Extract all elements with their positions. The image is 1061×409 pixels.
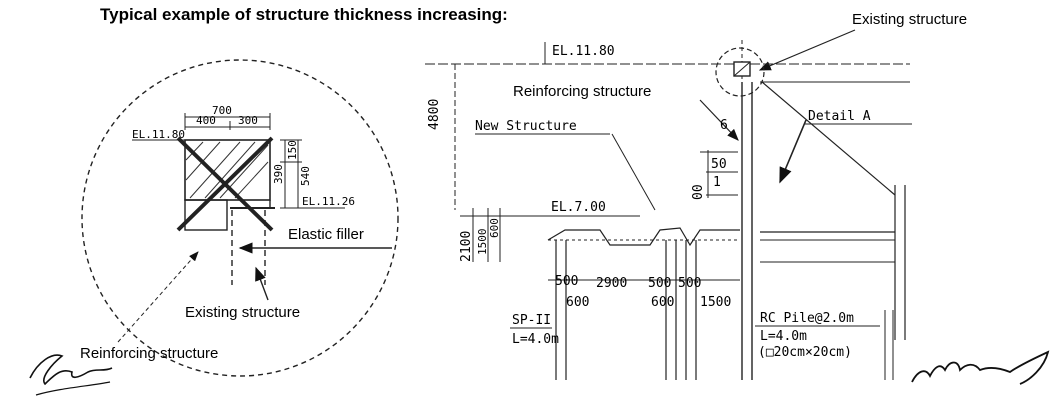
dim-150: 150: [286, 140, 299, 160]
existing-cap-block: [184, 139, 271, 201]
dim-00: 00: [691, 184, 706, 200]
dim-700: 700: [212, 104, 232, 117]
dim-500-a: 500: [555, 274, 578, 289]
el-11-80-detail: EL.11.80: [132, 128, 185, 141]
sp-length-label: L=4.0m: [512, 332, 559, 347]
dim-2100: 2100: [459, 231, 474, 262]
dim-390: 390: [272, 164, 285, 184]
dim-500-b: 500: [648, 276, 671, 291]
rc-pile-label: RC Pile@2.0m: [760, 311, 854, 326]
dim-1500-bottom: 1500: [700, 295, 731, 310]
reinforcing-structure-label: Reinforcing structure: [513, 83, 651, 100]
hatching: [185, 141, 269, 199]
rc-pile-length-label: L=4.0m: [760, 329, 807, 344]
el-11-80-section: EL.11.80: [552, 44, 615, 59]
dim-600-a: 600: [566, 295, 589, 310]
dim-50: 50: [711, 157, 727, 172]
section-view: Existing structure EL.11.80 4800 Reinfor…: [425, 11, 967, 380]
dim-600-vert: 600: [488, 218, 501, 238]
cross-line-2: [176, 136, 274, 232]
existing-structure-top-label: Existing structure: [852, 11, 967, 28]
dim-4800: 4800: [427, 99, 442, 130]
dim-6: 6: [720, 118, 728, 133]
sp-ii-label: SP-II: [512, 313, 551, 328]
figure-title: Typical example of structure thickness i…: [100, 5, 508, 24]
reinforcing-structure-detail-label: Reinforcing structure: [80, 345, 218, 362]
dim-600-b: 600: [651, 295, 674, 310]
el-7-00: EL.7.00: [551, 200, 606, 215]
elastic-filler-label: Elastic filler: [288, 226, 364, 243]
dim-300: 300: [238, 114, 258, 127]
rc-pile-section-label: (□20cm×20cm): [758, 345, 852, 360]
dim-540: 540: [299, 166, 312, 186]
new-structure-profile: [547, 227, 740, 247]
piles: [555, 240, 697, 380]
signature-left: [29, 354, 113, 386]
existing-structure-detail-label: Existing structure: [185, 304, 300, 321]
detail-a-label: Detail A: [808, 109, 871, 124]
dim-1: 1: [713, 175, 721, 190]
new-structure-label: New Structure: [475, 119, 577, 134]
detail-circle: [81, 59, 399, 377]
detail-a-view: 700 400 300 EL.11.80 390 150 540: [80, 59, 399, 377]
dim-400: 400: [196, 114, 216, 127]
dim-2900: 2900: [596, 276, 627, 291]
el-11-26-detail: EL.11.26: [302, 195, 355, 208]
detail-a-callout-circle: [715, 47, 765, 97]
signature-right: [911, 350, 1050, 385]
dim-500-c: 500: [678, 276, 701, 291]
dim-1500: 1500: [476, 229, 489, 256]
